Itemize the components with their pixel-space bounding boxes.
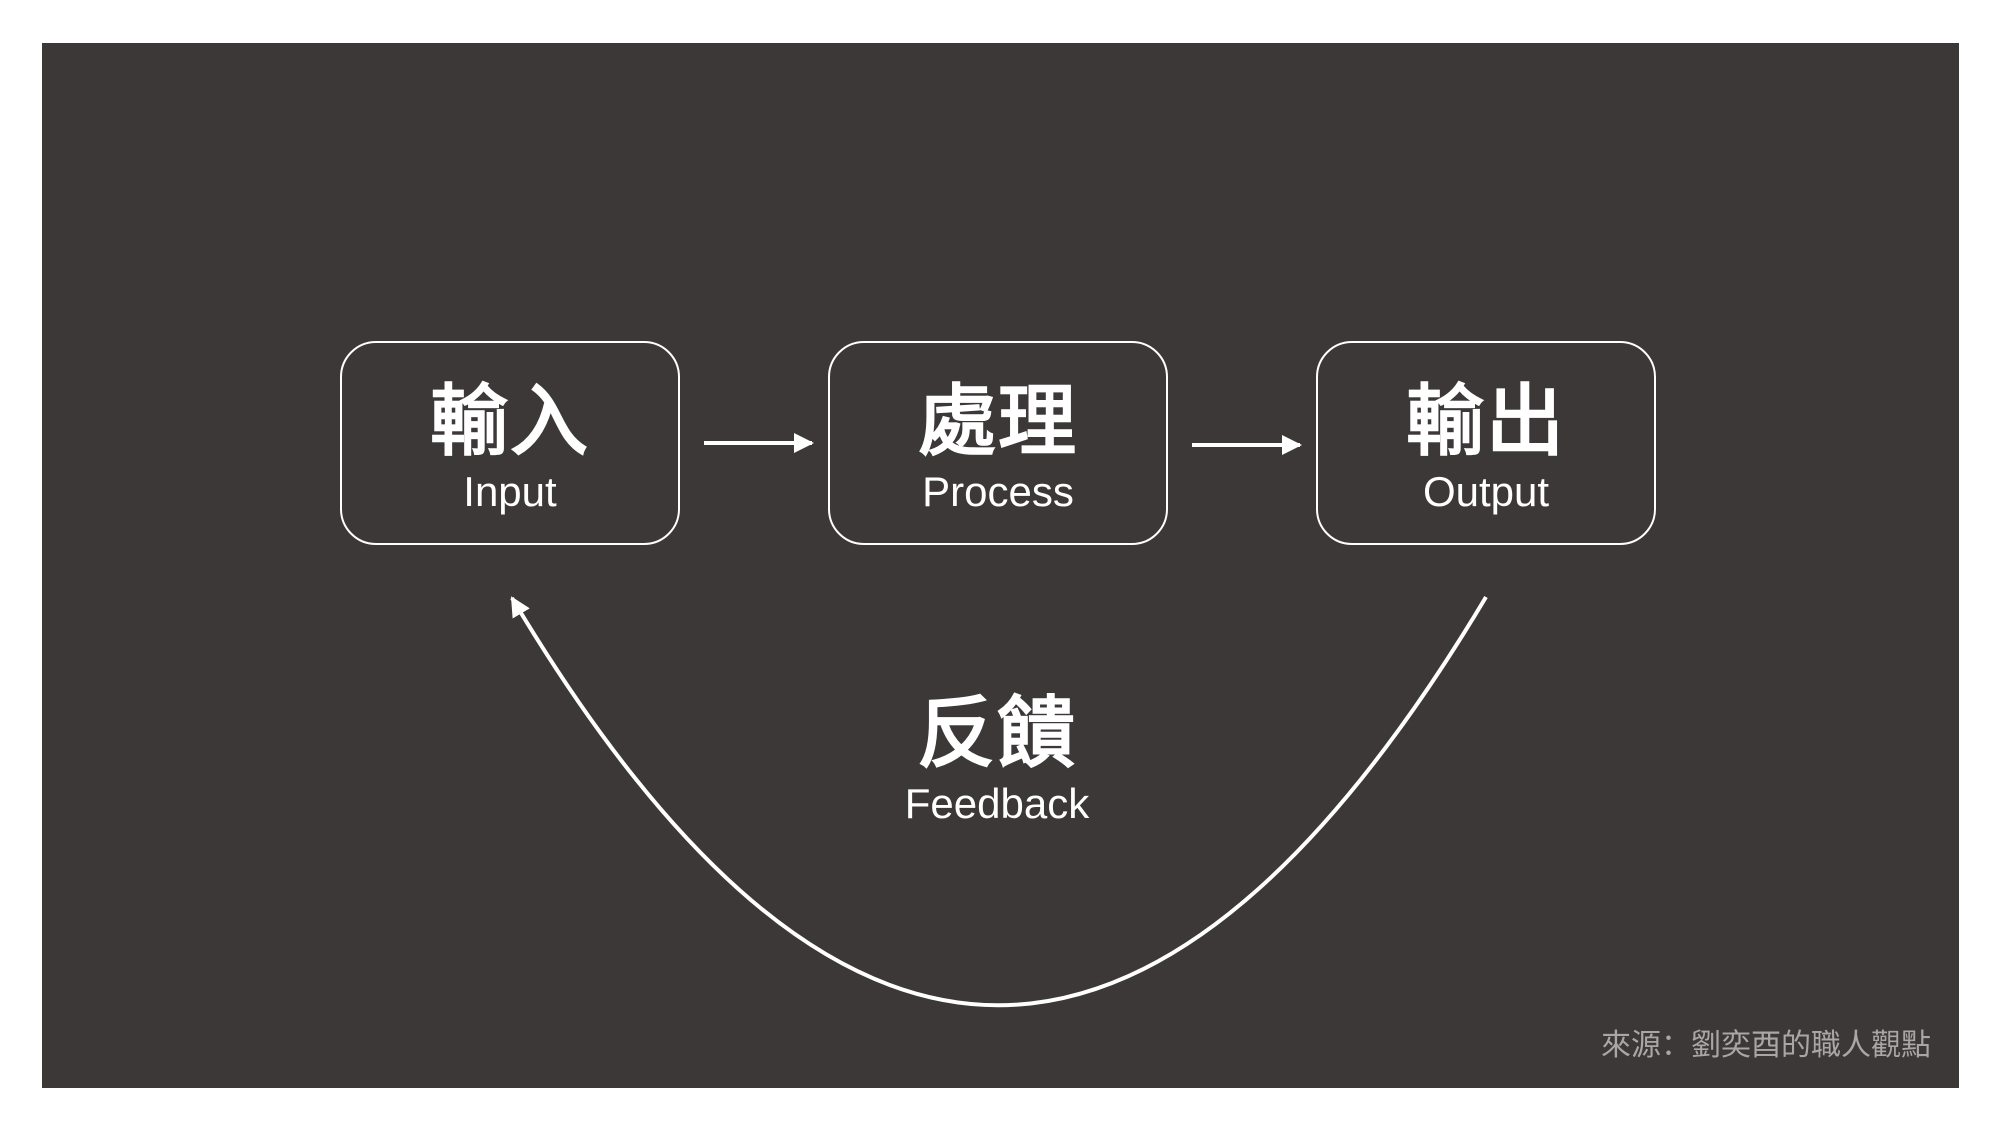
diagram-slide: 輸入 Input 處理 Process 輸出 Output 反饋 Feedbac…	[42, 43, 1959, 1088]
source-credit: 來源：劉奕酉的職人觀點	[1601, 1028, 1931, 1063]
node-input-title-en: Input	[463, 468, 557, 515]
node-process-title-en: Process	[922, 468, 1074, 515]
feedback-label: 反饋 Feedback	[832, 689, 1162, 829]
node-output-title-en: Output	[1422, 468, 1550, 515]
feedback-title-zh: 反饋	[916, 689, 1077, 779]
node-input: 輸入 Input	[340, 341, 680, 545]
node-output: 輸出 Output	[1316, 341, 1656, 545]
feedback-arc-arrow	[510, 595, 1488, 1008]
feedback-title-en: Feedback	[904, 780, 1090, 827]
node-output-title-zh: 輸出	[1405, 377, 1566, 467]
node-process: 處理 Process	[828, 341, 1168, 545]
node-input-title-zh: 輸入	[429, 377, 590, 467]
node-process-title-zh: 處理	[917, 377, 1078, 467]
connectors	[510, 433, 1488, 1008]
